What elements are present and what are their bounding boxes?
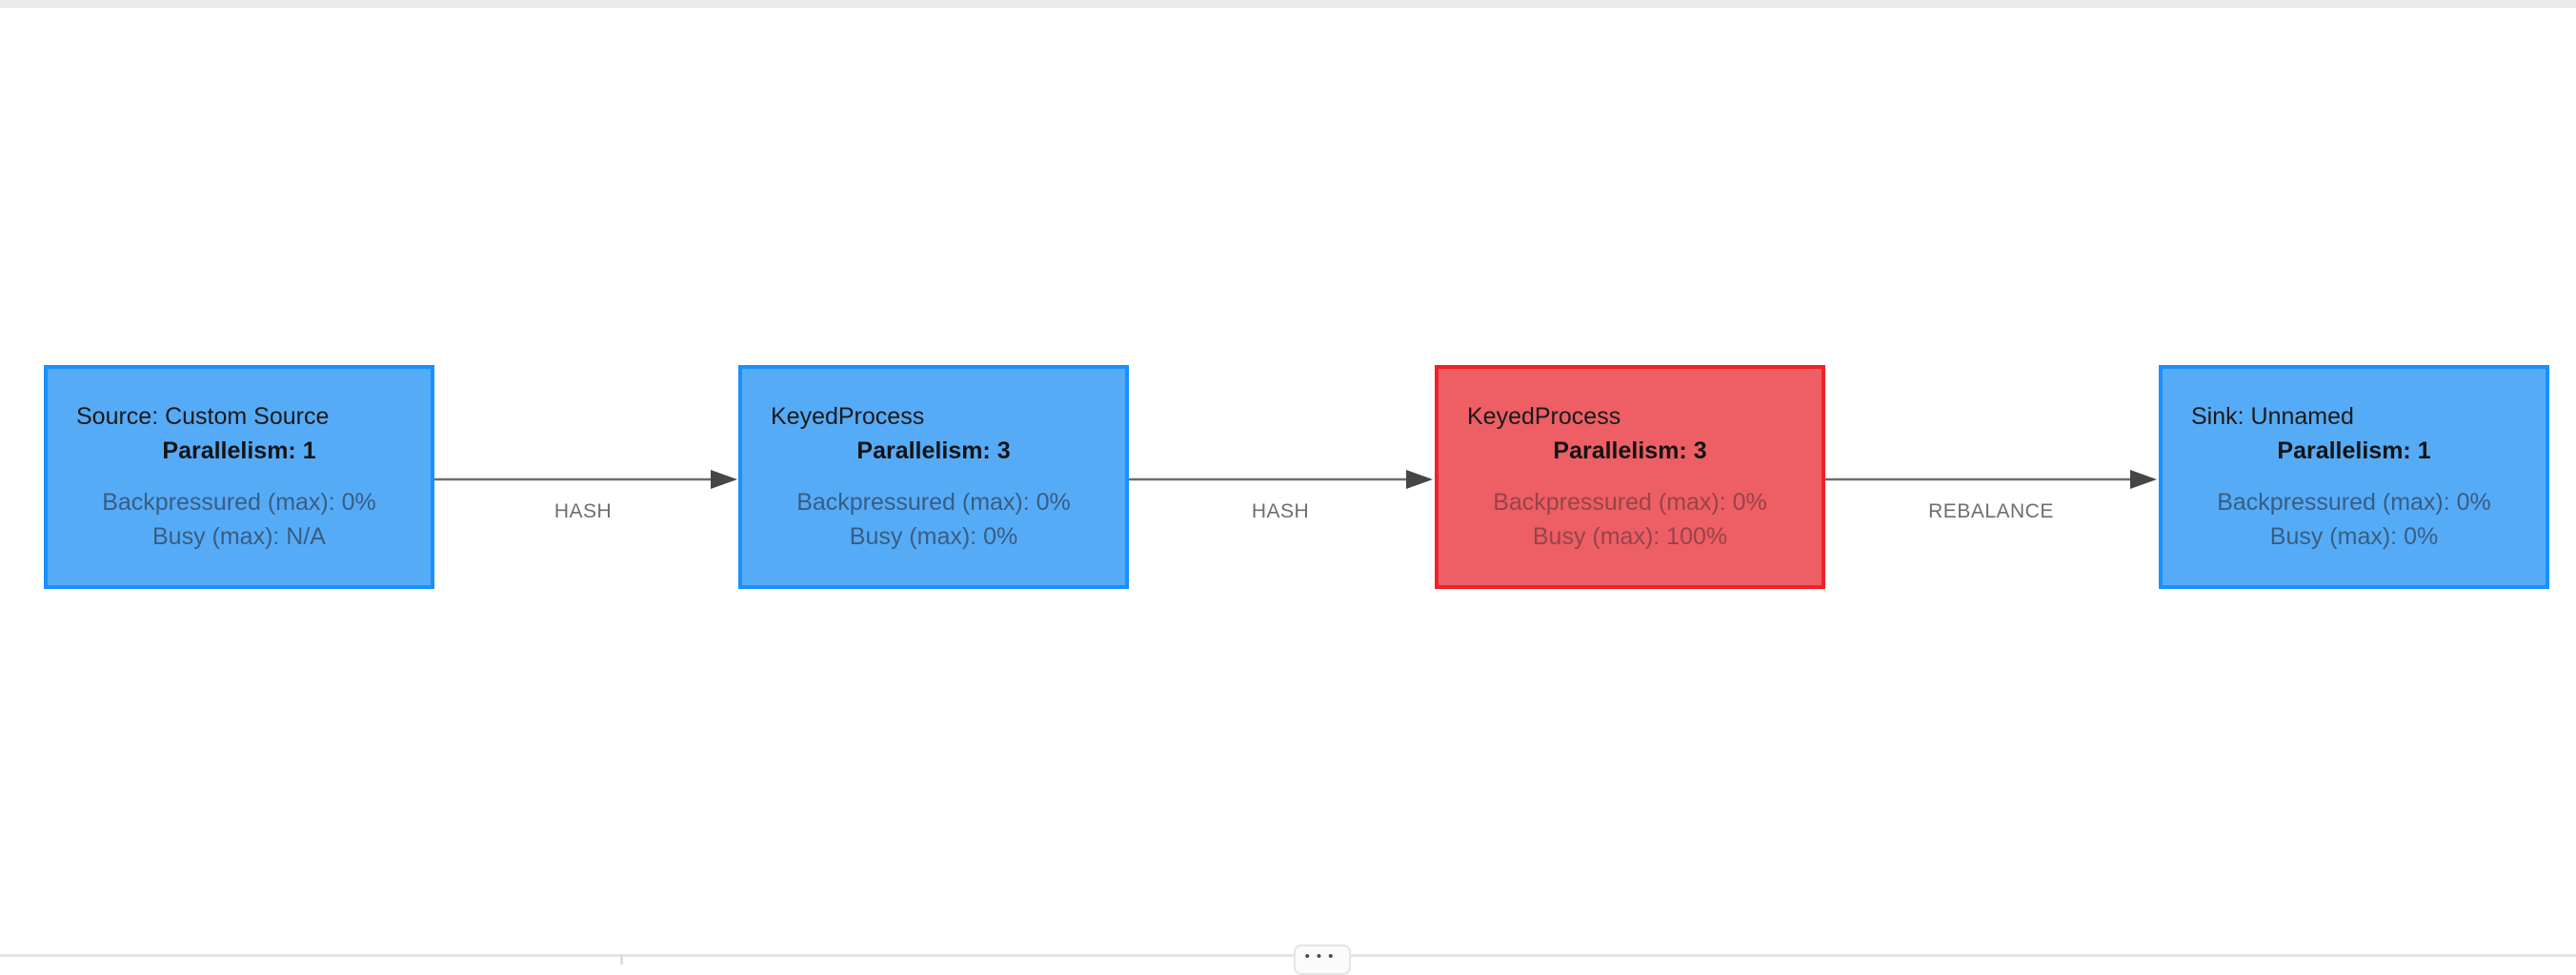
graph-node-sink[interactable]: Sink: Unnamed Parallelism: 1 Backpressur… [2159,365,2549,589]
edge-label-hash-1: HASH [553,500,613,522]
edge-label-hash-2: HASH [1251,500,1310,522]
edge-arrow-keyedprocess-to-keyedprocess [1129,470,1433,489]
edge-arrow-source-to-keyedprocess [434,470,737,489]
node-backpressured-metric: Backpressured (max): 0% [2217,489,2491,516]
node-parallelism: Parallelism: 1 [162,437,316,464]
node-backpressured-metric: Backpressured (max): 0% [796,489,1071,516]
node-busy-metric: Busy (max): 0% [849,523,1018,550]
node-backpressured-metric: Backpressured (max): 0% [1493,489,1767,516]
node-busy-metric: Busy (max): 0% [2269,523,2439,550]
panel-resize-handle[interactable]: ••• [1294,945,1351,975]
graph-node-keyedprocess-2-busy[interactable]: KeyedProcess Parallelism: 3 Backpressure… [1435,365,1825,589]
node-parallelism: Parallelism: 3 [856,437,1011,464]
bottom-panel-divider [0,954,2576,957]
node-title: KeyedProcess [771,403,925,430]
node-backpressured-metric: Backpressured (max): 0% [102,489,376,516]
top-header-sliver [0,0,2576,8]
node-title: Sink: Unnamed [2191,403,2354,430]
node-parallelism: Parallelism: 3 [1553,437,1707,464]
edge-arrow-keyedprocess-to-sink [1825,470,2157,489]
node-parallelism: Parallelism: 1 [2277,437,2431,464]
edge-label-rebalance: REBALANCE [1928,500,2054,522]
bottom-panel-column-divider [620,954,623,965]
graph-node-keyedprocess-1[interactable]: KeyedProcess Parallelism: 3 Backpressure… [738,365,1129,589]
node-busy-metric: Busy (max): N/A [152,523,326,550]
graph-node-source[interactable]: Source: Custom Source Parallelism: 1 Bac… [44,365,434,589]
node-title: KeyedProcess [1467,403,1621,430]
node-title: Source: Custom Source [76,403,330,430]
ellipsis-icon: ••• [1304,948,1340,965]
node-busy-metric: Busy (max): 100% [1532,523,1728,550]
